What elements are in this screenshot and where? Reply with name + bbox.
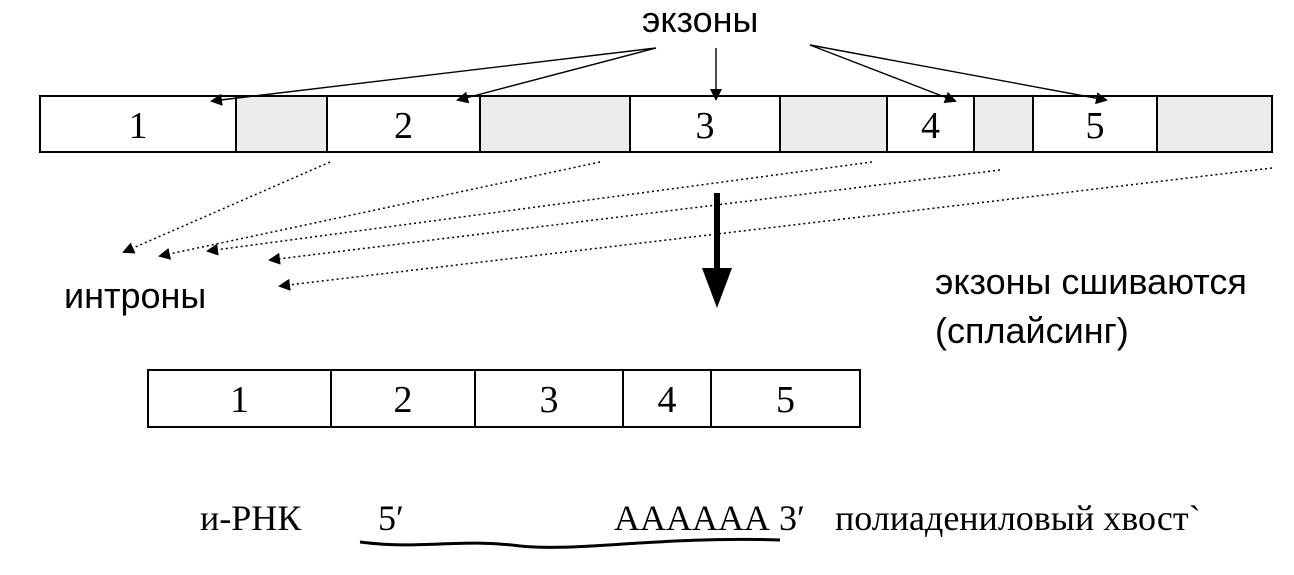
intron-pointer-4 [268, 169, 1001, 265]
intron-pointer-2 [158, 161, 601, 260]
mature-exon-number: 2 [394, 379, 413, 421]
exon-pointer-1 [210, 47, 657, 106]
mature-exon-number: 4 [658, 379, 677, 421]
pre-intron-segment [1156, 95, 1273, 153]
mature-exon-number: 1 [230, 379, 249, 421]
pre-exon-segment [1032, 95, 1158, 153]
mrna-label: и-РНК [200, 498, 302, 538]
splicing-caption-line2: (сплайсинг) [935, 310, 1129, 351]
pre-intron-segment [973, 95, 1034, 153]
pre-intron-segment [779, 95, 888, 153]
mature-exon-number: 5 [776, 379, 795, 421]
pre-mrna-strip: 1 2 3 4 5 [39, 95, 1273, 153]
intron-pointer-5 [278, 167, 1273, 291]
pre-intron-segment [235, 95, 328, 153]
pre-exon-segment [39, 95, 237, 153]
exon-pointer-4 [809, 44, 957, 103]
poly-a-tail-label: полиаденилoвый хвост` [835, 498, 1201, 538]
pre-exon-number: 1 [129, 105, 148, 147]
intron-pointer-1 [122, 161, 331, 254]
poly-a-label: АААААА 3′ [614, 498, 805, 538]
exon-pointer-arrows [210, 44, 1108, 106]
mature-exon-segment [147, 369, 332, 428]
pre-exon-number: 3 [696, 105, 715, 147]
exons-label: экзоны [642, 0, 758, 40]
mature-exon-segment [330, 369, 476, 428]
introns-label: интроны [64, 275, 206, 316]
pre-intron-segment [479, 95, 631, 153]
intron-pointer-arrows [122, 161, 1273, 291]
five-prime-label: 5′ [378, 498, 404, 538]
wavy-underline [359, 537, 781, 549]
pre-exon-number: 5 [1086, 105, 1105, 147]
pre-exon-number: 2 [394, 105, 413, 147]
pre-exon-segment [629, 95, 781, 153]
pre-exon-segment [326, 95, 481, 153]
intron-pointer-3 [206, 161, 873, 256]
process-arrow [702, 193, 732, 308]
mature-exon-number: 3 [540, 379, 559, 421]
pre-exon-number: 4 [921, 105, 940, 147]
splicing-caption-line1: экзоны сшиваются [935, 261, 1247, 302]
exon-pointer-5 [809, 44, 1108, 105]
mature-mrna-strip: 1 2 3 4 5 [147, 369, 861, 428]
exon-pointer-2 [456, 47, 657, 104]
mature-exon-segment [710, 369, 861, 428]
